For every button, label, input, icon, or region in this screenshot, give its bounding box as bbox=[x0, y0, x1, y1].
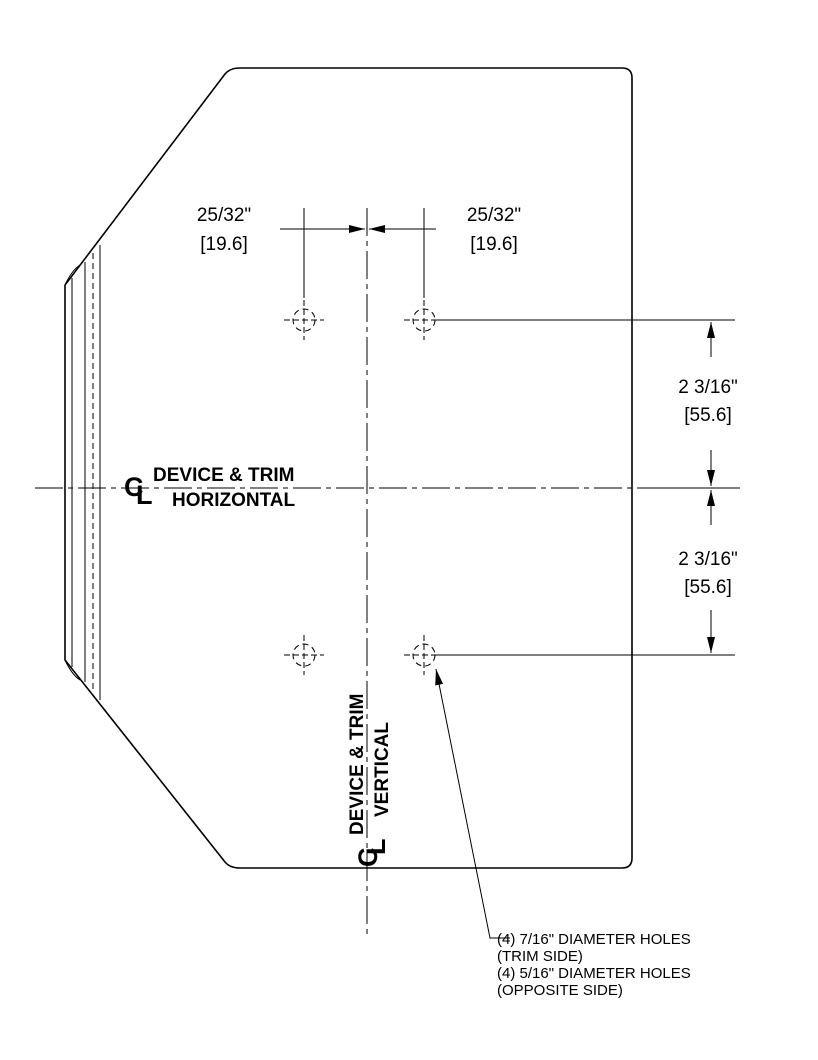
svg-text:L: L bbox=[361, 839, 391, 856]
dim-left-mm: [19.6] bbox=[200, 234, 248, 255]
vertical-centerline-label-2: VERTICAL bbox=[372, 722, 393, 817]
trim-edge-profile bbox=[64, 245, 101, 700]
vertical-dimension bbox=[436, 319, 740, 656]
hole-note-line-1: (4) 7/16" DIAMETER HOLES bbox=[497, 931, 691, 948]
hole-note-line-4: (OPPOSITE SIDE) bbox=[497, 982, 623, 999]
horizontal-centerline-label-1: DEVICE & TRIM bbox=[153, 465, 294, 486]
hole-note-line-2: (TRIM SIDE) bbox=[497, 948, 583, 965]
dim-right-mm: [19.6] bbox=[470, 234, 518, 255]
dim-right-inch: 25/32" bbox=[467, 205, 521, 226]
vertical-centerline-label-1: DEVICE & TRIM bbox=[347, 694, 368, 835]
centerline-icon: C L bbox=[124, 472, 153, 510]
hole-crosshair-icon bbox=[404, 635, 444, 675]
dim-left-inch: 25/32" bbox=[197, 205, 251, 226]
horizontal-dimension bbox=[280, 208, 436, 298]
dim-upper-inch: 2 3/16" bbox=[678, 377, 738, 398]
template-outline bbox=[64, 67, 633, 869]
hole-crosshair-icon bbox=[404, 300, 444, 340]
dim-upper-mm: [55.6] bbox=[684, 405, 732, 426]
hole-note-line-3: (4) 5/16" DIAMETER HOLES bbox=[497, 965, 691, 982]
svg-text:L: L bbox=[136, 480, 153, 510]
svg-text:C: C bbox=[353, 848, 383, 868]
svg-text:C: C bbox=[124, 472, 144, 502]
dim-lower-mm: [55.6] bbox=[684, 577, 732, 598]
hole-note-leader bbox=[435, 668, 510, 939]
hole-crosshair-icon bbox=[284, 300, 324, 340]
hole-crosshair-icon bbox=[284, 635, 324, 675]
dim-lower-inch: 2 3/16" bbox=[678, 549, 738, 570]
centerline-icon: C L bbox=[353, 839, 391, 868]
horizontal-centerline-label-2: HORIZONTAL bbox=[172, 490, 296, 511]
